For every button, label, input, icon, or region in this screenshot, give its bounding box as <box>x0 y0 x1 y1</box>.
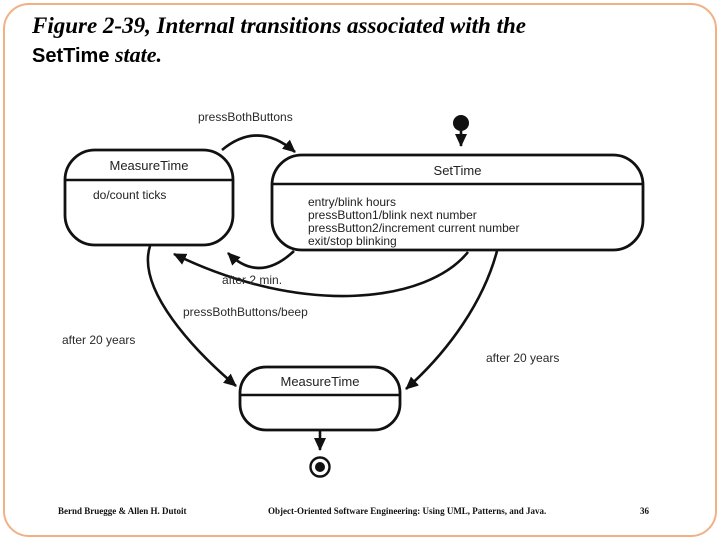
state-title-measuretime-bottom: MeasureTime <box>280 374 360 389</box>
settime-action-button1: pressButton1/blink next number <box>308 207 477 222</box>
label-press-both-buttons: pressBothButtons <box>198 110 293 124</box>
title-line1: Figure 2-39, Internal transitions associ… <box>32 13 526 38</box>
footer-authors: Bernd Bruegge & Allen H. Dutoit <box>58 506 187 516</box>
label-after-20-years-right: after 20 years <box>486 351 560 365</box>
title-line2: SetTime state. <box>32 42 672 68</box>
label-after-2-min: after 2 min. <box>222 273 283 287</box>
page-title: Figure 2-39, Internal transitions associ… <box>32 12 672 68</box>
transition-after-20-years-right <box>405 250 499 390</box>
settime-action-exit: exit/stop blinking <box>308 233 397 248</box>
footer-book-title: Object-Oriented Software Engineering: Us… <box>268 506 547 516</box>
transition-press-both-buttons-beep <box>173 251 470 298</box>
state-action-do-count-ticks: do/count ticks <box>93 188 167 202</box>
final-state-icon <box>309 431 331 478</box>
transition-press-both-buttons <box>221 134 296 153</box>
state-title-settime: SetTime <box>433 162 482 178</box>
label-press-both-buttons-beep: pressBothButtons/beep <box>183 305 308 319</box>
settime-action-entry: entry/blink hours <box>308 195 397 209</box>
settime-action-button2: pressButton2/increment current number <box>308 220 520 235</box>
initial-state-icon <box>453 115 469 147</box>
settime-actions: entry/blink hours pressButton1/blink nex… <box>308 196 519 248</box>
transition-after-2-min <box>227 250 295 270</box>
footer-page-number: 36 <box>640 506 649 516</box>
state-title-measuretime-top: MeasureTime <box>109 158 189 173</box>
slide-border-frame <box>3 3 717 537</box>
title-settime-word: SetTime <box>32 45 110 67</box>
title-state-word: state. <box>109 42 163 67</box>
label-after-20-years-left: after 20 years <box>62 333 136 347</box>
